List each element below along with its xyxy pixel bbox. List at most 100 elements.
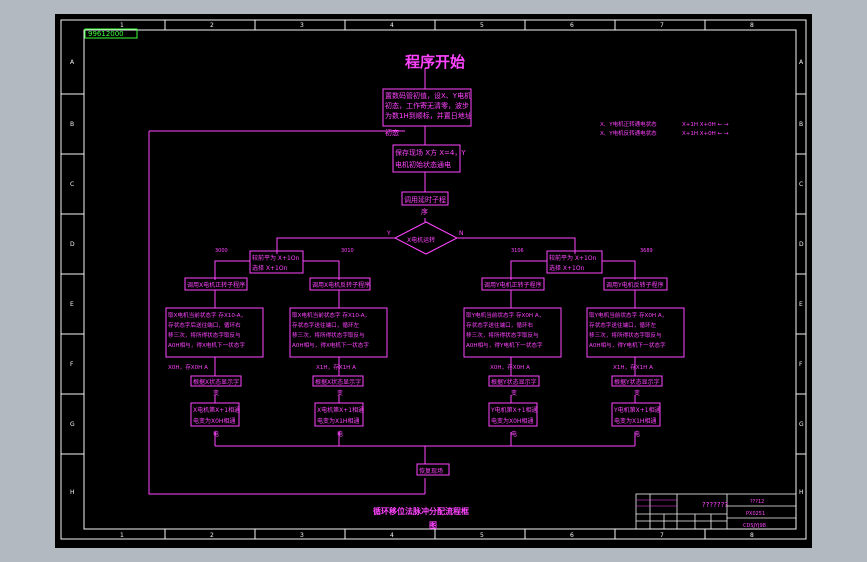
branch-label-yes: Y [386,230,391,237]
detail-3-line: A0H相与，得Y电机下一状态字 [466,341,543,349]
result-2-text: X电机第X+1相通 [317,406,364,414]
flow-connectors [148,68,636,495]
result-box-2 [314,402,364,427]
detail-1-line: 移三次，将所得状态字取反与 [168,331,241,339]
col-mark-top: 5 [480,22,484,29]
modify-3-text: 变 [511,389,517,397]
note-reverse-code: X+1H X+0H ← → [682,131,729,137]
modify-2-text: 根据X状态显示字 [315,378,361,386]
result-1-text: 电变为X0H相通 [193,417,235,425]
row-mark: A [70,59,75,66]
detail-3-line: 移三次，将所得状态字取反与 [466,331,539,339]
title-block-code: PX0251 [746,511,765,517]
row-mark: G [799,421,804,428]
decision-text: X电机运转 [407,236,435,244]
detail-2-line: 移三次，将所得状态字取反与 [292,331,365,339]
position-text: 较前平为 X+1On [549,254,597,262]
row-mark: B [799,121,803,128]
detail-1-line: 取X电机当前状态字 存X10-A， [168,311,246,319]
row-mark: D [70,241,75,248]
flowchart-drawing: 1 2 3 4 5 6 7 8 1 2 3 4 5 6 7 8 A B C D … [60,19,807,540]
init-text-line: 为数1H到顺标，并置日地址 [385,111,472,120]
stamp-box [84,28,138,39]
row-mark: D [799,241,804,248]
row-mark: E [70,301,74,308]
detail-box-1 [165,307,264,358]
diagram-caption: 图 [429,521,437,530]
row-mark: H [799,489,804,496]
position-text: 较前平为 X+1On [252,254,300,262]
detail-1-line: A0H相与，得X电机下一状态字 [168,341,245,349]
modify-4-text: 根据Y状态显示字 [614,378,660,386]
address-label: 3106 [511,248,524,254]
address-label: 3000 [215,248,228,254]
result-1-text: 电 [213,430,219,438]
diagram-caption: 循环移位法脉冲分配流程框 [372,506,469,516]
modify-1-text: 变 [213,389,219,397]
address-label: 3689 [640,248,653,254]
sub-y-reverse-box [603,277,668,291]
detail-4-line: 取Y电机当前状态字 存X0H A， [589,311,667,319]
detail-3-line: 存状态字送往端口，循环右 [466,321,534,329]
result-1-text: X电机第X+1相通 [193,406,240,414]
sub-x-forward-text: 调用X电机正转子程序 [187,281,245,289]
call-delay-text: 序 [421,207,428,216]
stamp-text: 99612000 [88,30,124,38]
title-block-code: CDSJYJ98 [743,523,766,529]
col-mark-top: 1 [120,22,124,29]
call-delay-box [401,191,449,206]
detail-box-3 [463,307,562,358]
result-box-3 [488,402,538,427]
result-4-text: 电变为X1H相通 [614,417,656,425]
sub-x-reverse-box [309,277,371,291]
detail-box-4 [586,307,685,358]
col-mark-bottom: 3 [300,532,304,539]
init-box [382,88,472,127]
restore-text: 恢复现场 [419,467,443,475]
sub-x-reverse-text: 调用X电机反转子程序 [312,281,370,289]
note-reverse-state: X、Y电机反转通电状态 [600,129,657,137]
detail-4-line: A0H相与，得Y电机下一状态字 [589,341,666,349]
col-mark-bottom: 2 [210,532,214,539]
col-mark-bottom: 6 [570,532,574,539]
call-delay-text: 调用延时子程 [404,195,446,204]
col-mark-bottom: 8 [750,532,754,539]
detail-3-line: 取Y电机当前状态字 存X0H A， [466,311,544,319]
result-box-4 [611,402,661,427]
detail-2-line: 取X电机当前状态字 存X10-A， [292,311,370,319]
row-mark: B [70,121,74,128]
outer-frame [60,19,807,540]
row-mark: C [799,181,803,188]
modify-box-4 [611,375,663,387]
result-2-text: 电变为X1H相通 [317,417,359,425]
title-block [635,493,797,530]
row-mark: E [799,301,803,308]
note-forward-code: X+1H X+0H ← → [682,122,729,128]
save-text-line: 电机初始状态通电 [395,160,451,169]
init-text-line: 初态，工作寄无清零，波步 [385,101,469,110]
position-box-right [546,250,603,274]
modify-box-2 [312,375,364,387]
title-block-code: ???12 [750,499,764,505]
result-3-text: 电 [511,430,517,438]
row-mark: H [70,489,75,496]
save-context-box [392,144,461,173]
position-box-left [249,250,304,274]
detail-4-line: 存状态字送往端口，循环左 [589,321,657,329]
modify-3-text: 根据Y状态显示字 [491,378,537,386]
result-4-text: Y电机第X+1相通 [613,406,661,414]
sub-y-forward-box [481,277,545,291]
detail-1-line: X0H，存X0H A [168,363,208,371]
result-2-text: 电 [337,430,343,438]
detail-1-line: 存状态字后送往端口，循环右 [168,321,241,329]
row-mark: A [799,59,804,66]
row-mark: G [70,421,75,428]
col-mark-bottom: 4 [390,532,394,539]
detail-4-line: X1H，存X1H A [613,363,653,371]
col-mark-top: 8 [750,22,754,29]
restore-box [416,463,450,476]
row-mark: F [70,361,74,368]
modify-2-text: 变 [337,389,343,397]
detail-2-line: 存状态字送往端口，循环左 [292,321,360,329]
detail-2-line: X1H，存X1H A [316,363,356,371]
